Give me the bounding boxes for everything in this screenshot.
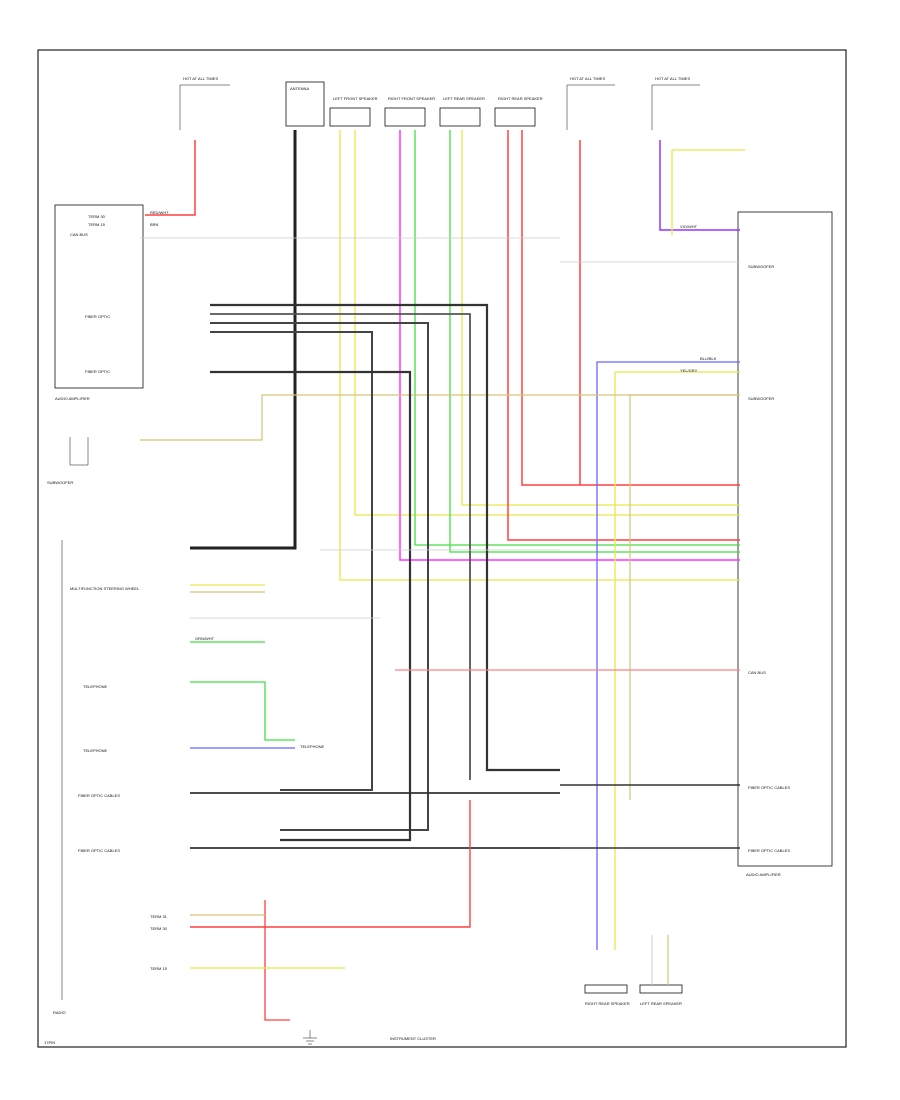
wire-yellow-3 (461, 130, 740, 506)
wire-green-1 (414, 130, 740, 546)
term-30-label: TERM 30 (88, 214, 106, 219)
wire-red-power-left (145, 140, 196, 216)
wire-red-speaker-1 (507, 130, 740, 541)
right-rear-speaker-component: RIGHT REAR SPEAKER (494, 96, 543, 127)
amp-subwoofer-label-2: SUBWOOFER (748, 264, 774, 269)
fiber-optic-label-2: FIBER OPTIC (85, 369, 110, 374)
footer-label: 17PIN (44, 1040, 55, 1045)
multifunction-label: MULTIFUNCTION STEERING WHEEL (70, 586, 140, 591)
left-front-speaker-component: LEFT FRONT SPEAKER (329, 96, 378, 127)
term-15-label: TERM 15 (88, 222, 106, 227)
ground-icon (303, 1030, 317, 1045)
wire-tag-blu: BLU/BLK (700, 356, 717, 361)
telephone-right-label: TELEPHONE (300, 744, 325, 749)
fuse-block-right-b: HOT AT ALL TIMES (651, 76, 700, 130)
subwoofer-symbol (69, 437, 89, 466)
wire-violet-top (659, 140, 740, 231)
antenna-component: ANTENNA (285, 81, 325, 127)
wire-yellow-right-long (614, 371, 740, 950)
amp-fiber-label-1: FIBER OPTIC CABLES (748, 785, 790, 790)
telephone-label-2: TELEPHONE (83, 748, 108, 753)
wire-antenna-coax (190, 130, 297, 550)
svg-text:RIGHT REAR SPEAKER: RIGHT REAR SPEAKER (498, 96, 543, 101)
wire-fiber-3 (210, 322, 429, 831)
amp-fiber-label-2: FIBER OPTIC CABLES (748, 848, 790, 853)
telephone-label-1: TELEPHONE (83, 684, 108, 689)
subwoofer-amplifier-module (54, 204, 144, 389)
wire-tag-grn: GRN/WHT (195, 636, 215, 641)
amp-subwoofer-label: SUBWOOFER (748, 396, 774, 401)
svg-text:HOT AT ALL TIMES: HOT AT ALL TIMES (570, 76, 605, 81)
svg-text:LEFT REAR SPEAKER: LEFT REAR SPEAKER (443, 96, 485, 101)
audio-amplifier-module (737, 211, 833, 867)
wire-telephone-green (190, 681, 295, 741)
svg-text:RIGHT REAR SPEAKER: RIGHT REAR SPEAKER (585, 1001, 630, 1006)
svg-text:HOT AT ALL TIMES: HOT AT ALL TIMES (655, 76, 690, 81)
bus-line-label: CAN BUS (70, 232, 88, 237)
amp-bus-label: CAN BUS (748, 670, 766, 675)
left-rear-speaker-component: LEFT REAR SPEAKER (439, 96, 485, 127)
wire-tan-subwoofer (140, 394, 740, 441)
left-rear-speaker-bottom: LEFT REAR SPEAKER (639, 984, 683, 1006)
bottom-term-15: TERM 15 (150, 966, 168, 971)
wire-magenta (399, 130, 740, 561)
fiber-optic-label-1: FIBER OPTIC (85, 314, 110, 319)
svg-text:LEFT FRONT SPEAKER: LEFT FRONT SPEAKER (333, 96, 378, 101)
wire-tag-red: RED/WHT (150, 210, 169, 215)
wire-red-speaker-2 (521, 130, 740, 486)
wire-bottom-red (190, 800, 471, 928)
wire-fiber-1 (210, 303, 560, 772)
fuse-block-right-a: HOT AT ALL TIMES (566, 76, 615, 130)
bottom-term-30: TERM 30 (150, 926, 168, 931)
wire-yellow-2 (354, 130, 740, 516)
wire-tan-right (629, 394, 740, 800)
svg-text:HOT AT ALL TIMES: HOT AT ALL TIMES (183, 76, 218, 81)
svg-text:RIGHT FRONT SPEAKER: RIGHT FRONT SPEAKER (388, 96, 435, 101)
diagram-frame (37, 49, 847, 1048)
wire-fiber-5 (210, 370, 412, 842)
right-amp-caption: AUDIO AMPLIFIER (746, 872, 781, 877)
wire-fiber-2 (210, 313, 471, 780)
wire-bottom-red-drop (264, 900, 290, 1021)
right-rear-speaker-bottom: RIGHT REAR SPEAKER (584, 984, 630, 1006)
wire-fiber-4 (210, 331, 373, 791)
instrument-cluster-label: INSTRUMENT CLUSTER (390, 1036, 436, 1041)
svg-text:ANTENNA: ANTENNA (290, 86, 309, 91)
fuse-block-left: HOT AT ALL TIMES (179, 76, 230, 130)
radio-label: RADIO (53, 1010, 66, 1015)
wire-tag-yel: YEL/GRY (680, 368, 698, 373)
wire-tag-vio: VIO/WHT (680, 224, 698, 229)
bottom-term-31: TERM 31 (150, 914, 168, 919)
wire-green-2 (449, 130, 740, 553)
subwoofer-label: SUBWOOFER (47, 480, 73, 485)
wire-blue (596, 361, 740, 950)
fiber-optic-cables-label-2: FIBER OPTIC CABLES (78, 848, 120, 853)
fiber-optic-cables-label-1: FIBER OPTIC CABLES (78, 793, 120, 798)
wire-yellow-1 (339, 130, 740, 581)
left-module-caption: AUDIO AMPLIFIER (55, 396, 90, 401)
wire-tag-brn: BRN (150, 222, 159, 227)
svg-text:LEFT REAR SPEAKER: LEFT REAR SPEAKER (640, 1001, 682, 1006)
right-front-speaker-component: RIGHT FRONT SPEAKER (384, 96, 435, 127)
